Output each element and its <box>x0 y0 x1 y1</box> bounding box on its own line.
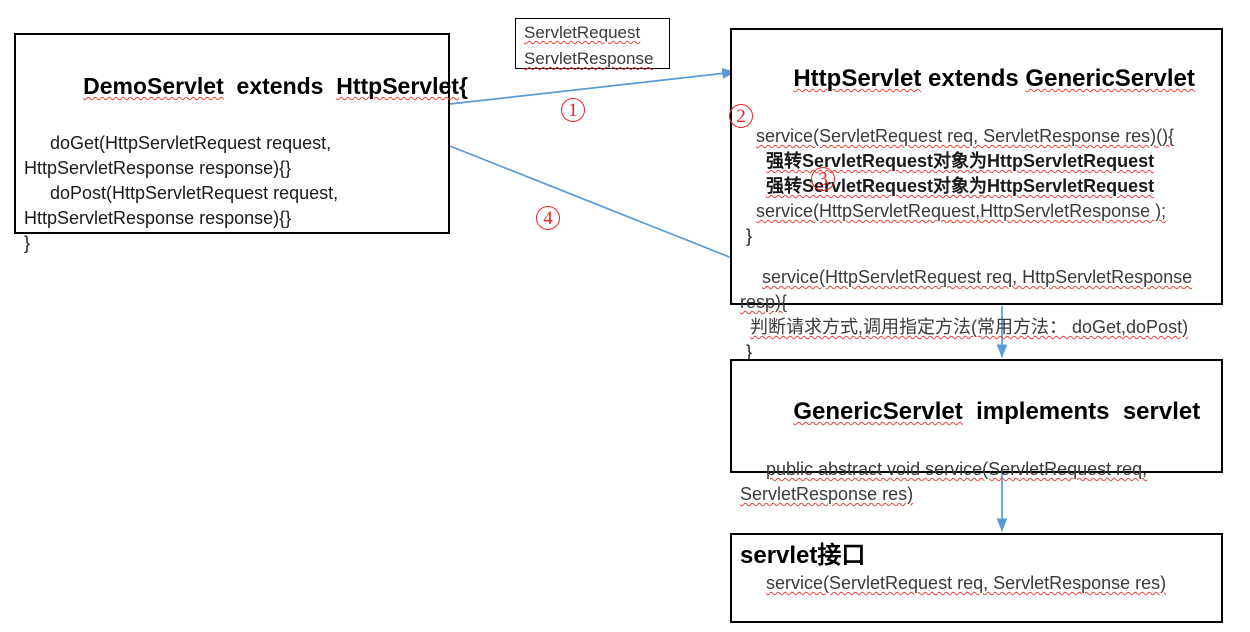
annotation-step-1: 1 <box>561 98 585 122</box>
http-servlet-title-extends: extends <box>921 65 1026 92</box>
demo-servlet-line-3: doPost(HttpServletRequest request, <box>50 183 339 203</box>
generic-servlet-title-implements: implements servlet <box>962 398 1201 425</box>
demo-servlet-line-2: HttpServletResponse response){} <box>24 158 292 178</box>
http-servlet-line-cast-1: 强转ServletRequest对象为HttpServletRequest <box>766 151 1155 171</box>
http-servlet-line-close-1: } <box>746 226 753 246</box>
annotation-step-4: 4 <box>536 206 560 230</box>
demo-servlet-title-class: DemoServlet <box>83 73 224 99</box>
http-servlet-title-super: GenericServlet <box>1025 65 1195 92</box>
http-servlet-line-spacer <box>740 249 1215 265</box>
demo-servlet-line-5: } <box>24 233 31 253</box>
http-servlet-line-close-2: } <box>746 342 753 362</box>
http-servlet-line-http-service-sig: service(HttpServletRequest req, HttpServ… <box>762 267 1193 287</box>
servlet-types-box: ServletRequest ServletResponse <box>515 18 670 69</box>
servlet-interface-title: servlet接口 <box>740 542 866 569</box>
generic-servlet-line-1: public abstract void service(ServletRequ… <box>766 459 1148 479</box>
http-servlet-line-service-sig: service(ServletRequest req, ServletRespo… <box>756 126 1175 146</box>
generic-servlet-box: GenericServlet implements servlet public… <box>730 359 1223 504</box>
demo-servlet-line-4: HttpServletResponse response){} <box>24 208 292 228</box>
servlet-response-label: ServletResponse <box>524 49 654 68</box>
demo-servlet-title: DemoServlet extends HttpServlet{ <box>24 41 468 131</box>
http-servlet-line-service-call: service(HttpServletRequest,HttpServletRe… <box>756 201 1167 221</box>
http-servlet-line-dispatch: 判断请求方式,调用指定方法(常用方法： doGet,doPost) <box>750 317 1189 337</box>
http-servlet-title-class: HttpServlet <box>793 65 922 92</box>
generic-servlet-line-2: ServletResponse res) <box>740 484 914 504</box>
http-servlet-line-cast-2: 强转ServletRequest对象为HttpServletRequest <box>766 176 1155 196</box>
annotation-step-2: 2 <box>729 104 753 128</box>
generic-servlet-title-class: GenericServlet <box>793 398 963 425</box>
servlet-interface-box: servlet接口 service(ServletRequest req, Se… <box>730 533 1223 623</box>
demo-servlet-line-1: doGet(HttpServletRequest request, <box>50 133 332 153</box>
servlet-request-label: ServletRequest <box>524 23 641 42</box>
demo-servlet-box: DemoServlet extends HttpServlet{ doGet(H… <box>14 33 468 253</box>
annotation-step-3: 3 <box>811 167 835 191</box>
arrow-one <box>449 68 736 105</box>
http-servlet-title: HttpServlet extends GenericServlet <box>740 34 1215 124</box>
generic-servlet-title: GenericServlet implements servlet <box>740 367 1215 457</box>
demo-servlet-title-extends: extends <box>223 73 337 99</box>
demo-servlet-title-super: HttpServlet <box>336 73 459 99</box>
http-servlet-line-http-service-sig-cont: resp){ <box>740 292 788 312</box>
http-servlet-box: HttpServlet extends GenericServlet servi… <box>730 28 1223 362</box>
demo-servlet-title-brace: { <box>458 73 468 99</box>
servlet-interface-line-1: service(ServletRequest req, ServletRespo… <box>766 573 1167 593</box>
